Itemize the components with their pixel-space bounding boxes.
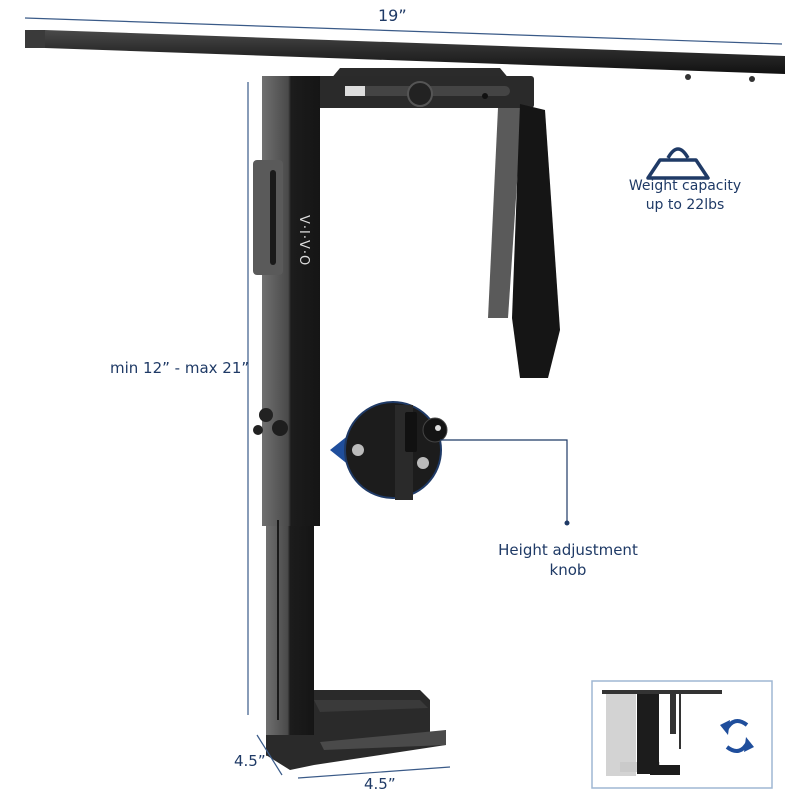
height-knob-line1: Height adjustment: [498, 541, 638, 559]
brand-mark: V·I·V·O: [296, 215, 311, 266]
height-knob-line2: knob: [549, 561, 587, 579]
weight-capacity-line1: Weight capacity: [628, 178, 742, 194]
weight-icon: [646, 147, 710, 180]
height-knob-icon: [422, 417, 448, 443]
base-shelf: [266, 690, 446, 770]
width-dimension-line: [24, 17, 783, 45]
weight-capacity-line2: up to 22lbs: [645, 197, 725, 213]
lower-post: [266, 526, 314, 756]
height-knob-callout: Height adjustment knob: [488, 540, 648, 580]
upper-post: [262, 76, 320, 526]
slide-screw: [407, 81, 433, 107]
rotate-arrows-icon: [720, 719, 754, 753]
base-width-dimension-label: 4.5”: [364, 775, 396, 793]
height-dimension-label: min 12” - max 21”: [110, 359, 250, 377]
weight-capacity-callout: Weight capacity up to 22lbs: [610, 177, 760, 215]
knob-leader-line: [440, 439, 568, 522]
top-rail: [25, 30, 785, 74]
strap-arm: [488, 108, 522, 318]
width-dimension-label: 19”: [378, 6, 407, 25]
depth-dimension-label: 4.5”: [234, 752, 266, 770]
velcro-strap: [512, 104, 560, 378]
